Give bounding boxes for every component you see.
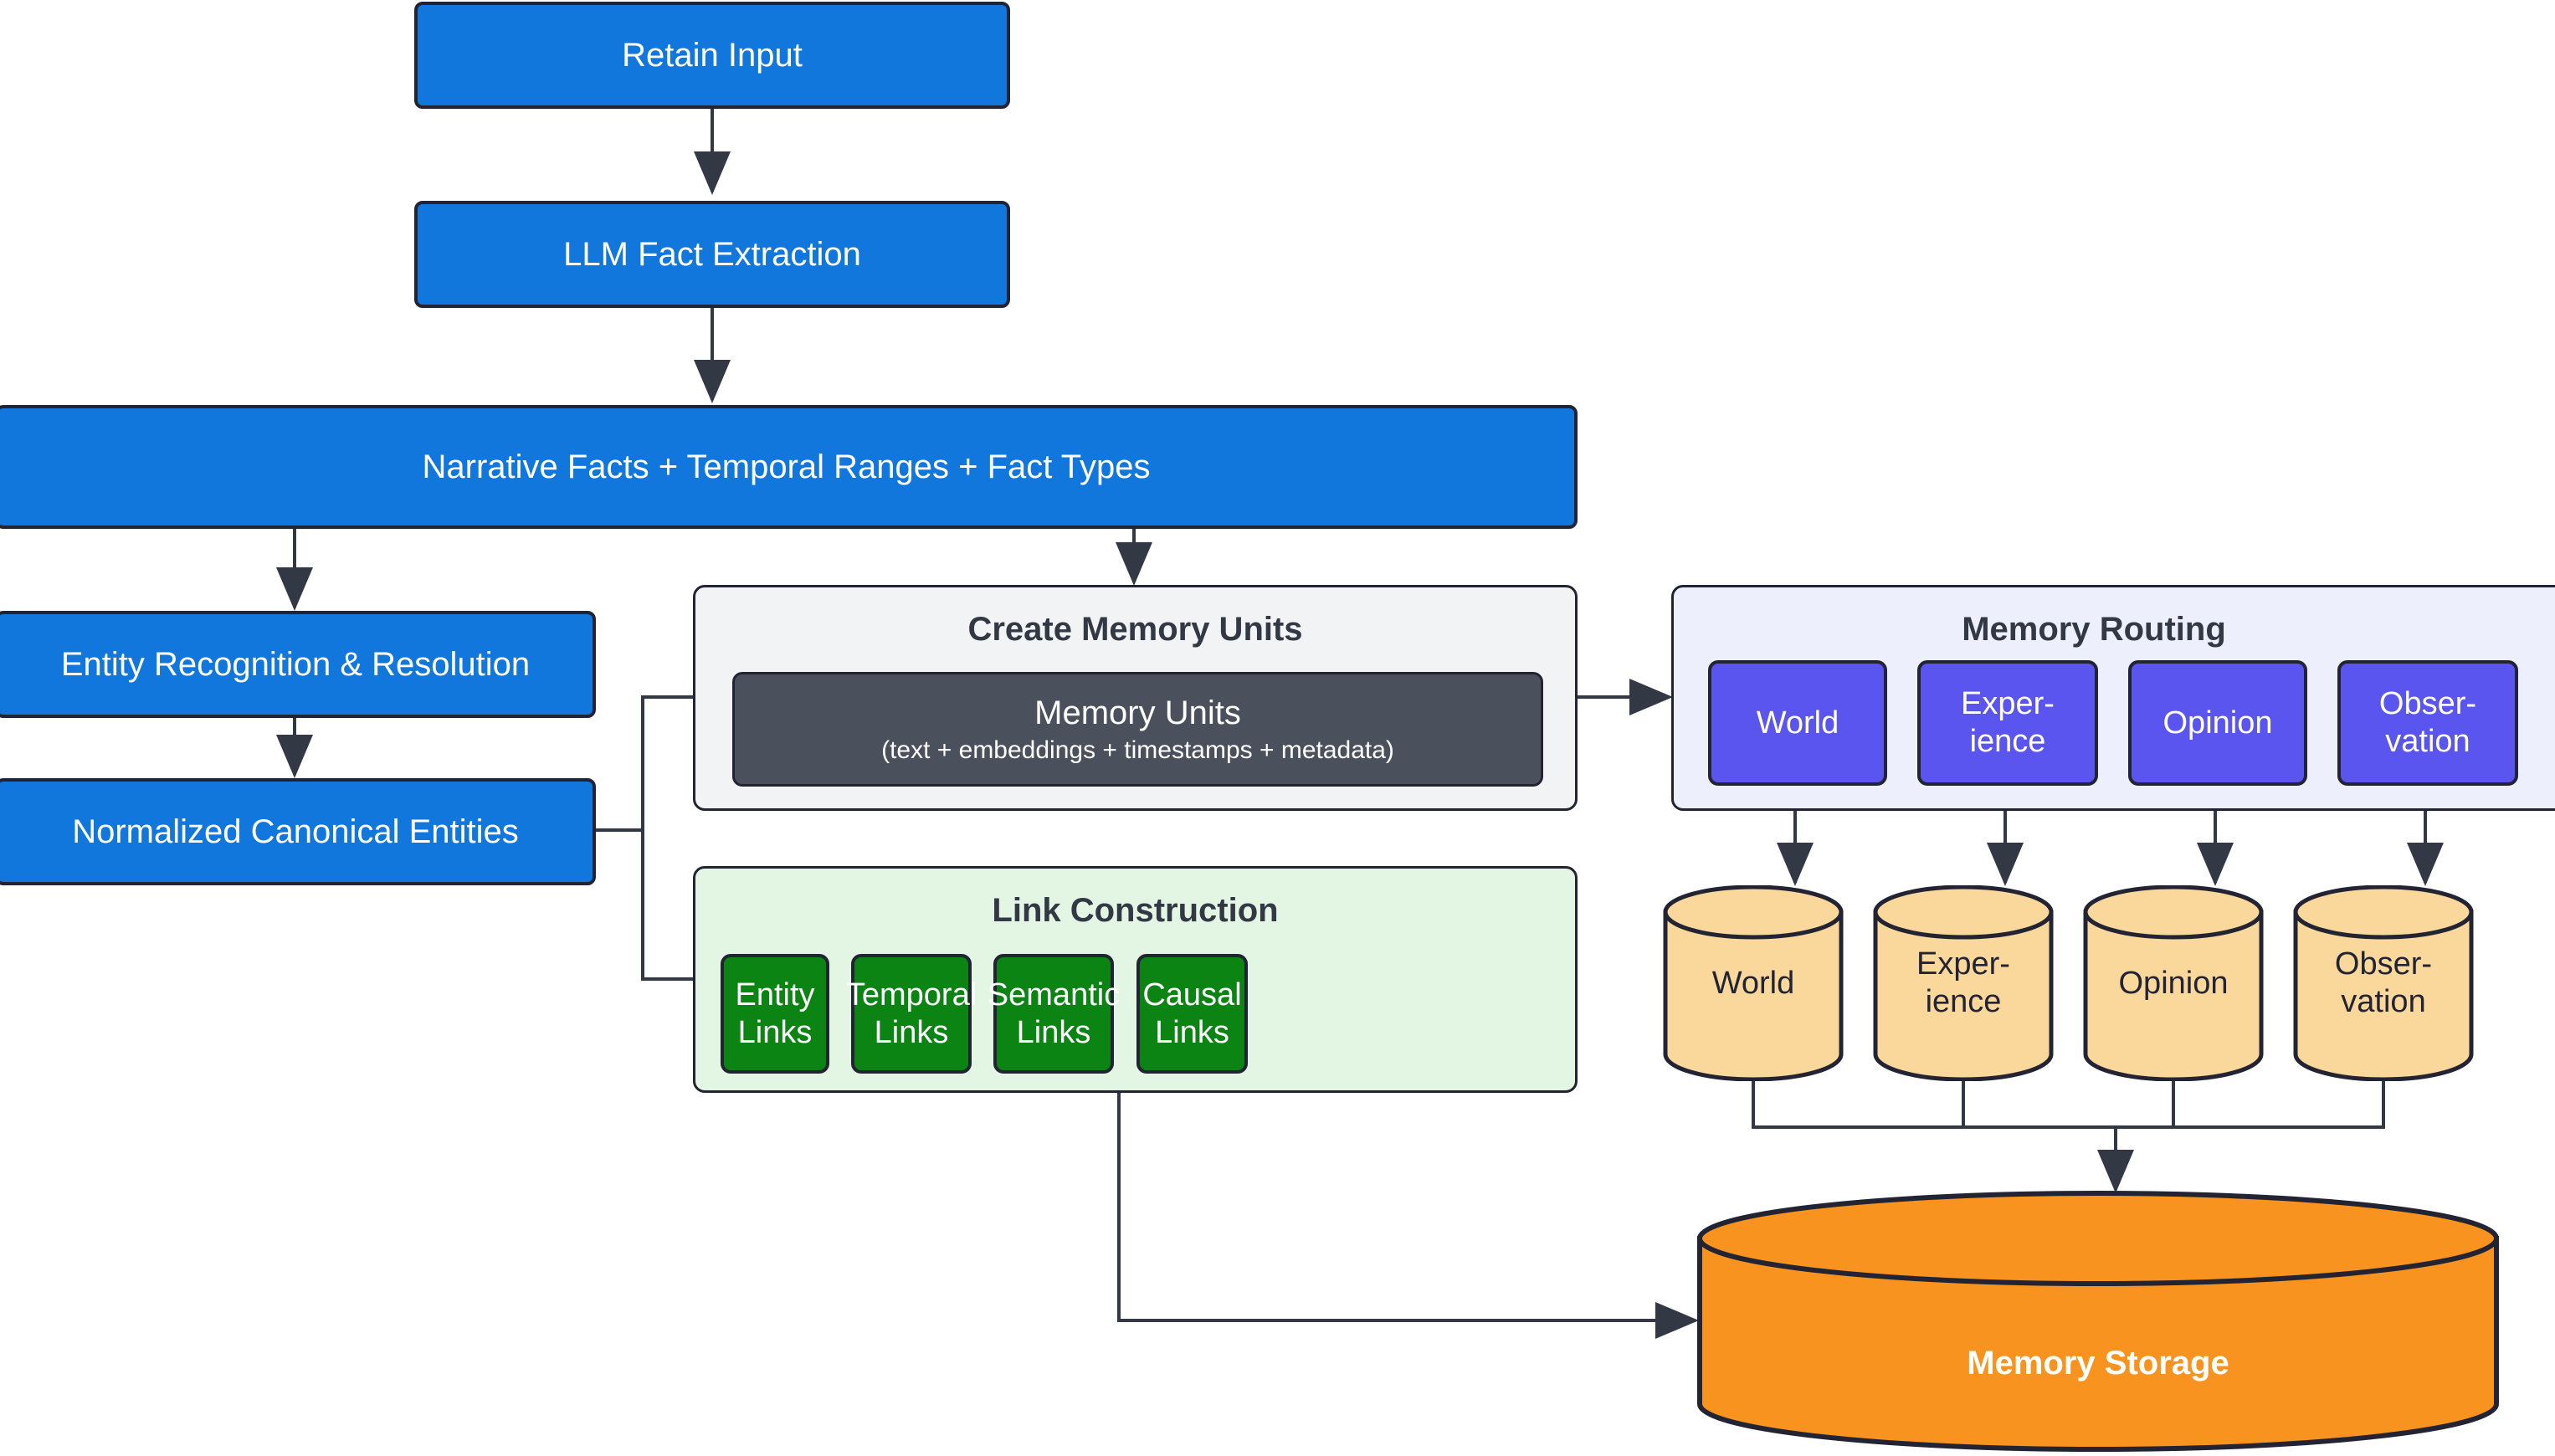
panel-create-memory-units-title: Create Memory Units bbox=[967, 611, 1303, 648]
store-cylinder-opinion[interactable]: Opinion bbox=[2082, 884, 2265, 1082]
panel-create-memory-units: Create Memory Units Memory Units (text +… bbox=[693, 585, 1578, 811]
cylinder-shape bbox=[2083, 884, 2264, 1082]
memory-units-chip-title: Memory Units bbox=[1034, 695, 1241, 731]
routing-chip-world[interactable]: World bbox=[1708, 660, 1887, 786]
link-chip-causal[interactable]: Causal Links bbox=[1136, 954, 1248, 1074]
node-llm-fact-extraction-label: LLM Fact Extraction bbox=[563, 236, 861, 273]
panel-link-construction: Link Construction Entity Links Temporal … bbox=[693, 866, 1578, 1093]
store-cylinder-world-label: World bbox=[1711, 966, 1795, 1001]
node-llm-fact-extraction[interactable]: LLM Fact Extraction bbox=[414, 201, 1010, 308]
memory-storage-label: Memory Storage bbox=[1967, 1345, 2229, 1382]
node-entity-recognition-label: Entity Recognition & Resolution bbox=[60, 646, 531, 683]
routing-chip-opinion[interactable]: Opinion bbox=[2128, 660, 2307, 786]
store-cylinder-experience-label: Exper- ience bbox=[1916, 946, 2010, 1019]
cylinder-shape bbox=[1663, 884, 1844, 1082]
node-retain-input-label: Retain Input bbox=[622, 37, 803, 74]
node-narrative-facts[interactable]: Narrative Facts + Temporal Ranges + Fact… bbox=[0, 405, 1578, 529]
node-narrative-facts-label: Narrative Facts + Temporal Ranges + Fact… bbox=[422, 449, 1151, 485]
memory-units-chip-subtitle: (text + embeddings + timestamps + metada… bbox=[881, 736, 1394, 764]
memory-storage-cylinder[interactable]: Memory Storage bbox=[1696, 1190, 2501, 1456]
cylinder-shape-large bbox=[1697, 1191, 2499, 1452]
panel-link-construction-title: Link Construction bbox=[992, 892, 1279, 929]
routing-chip-experience[interactable]: Exper- ience bbox=[1917, 660, 2098, 786]
link-chip-temporal[interactable]: Temporal Links bbox=[846, 954, 977, 1074]
link-chip-semantic[interactable]: Semantic Links bbox=[988, 954, 1120, 1074]
node-entity-recognition[interactable]: Entity Recognition & Resolution bbox=[0, 611, 596, 718]
store-cylinder-observation-label: Obser- vation bbox=[2334, 946, 2433, 1019]
cylinder-shape bbox=[1873, 884, 2054, 1082]
node-normalized-entities-label: Normalized Canonical Entities bbox=[72, 813, 519, 850]
panel-memory-routing-title: Memory Routing bbox=[1962, 611, 2226, 648]
store-cylinder-experience[interactable]: Exper- ience bbox=[1872, 884, 2055, 1082]
cylinder-shape bbox=[2293, 884, 2474, 1082]
store-cylinder-opinion-label: Opinion bbox=[2118, 966, 2229, 1001]
panel-memory-routing: Memory Routing World Exper- ience Opinio… bbox=[1671, 585, 2555, 811]
memory-units-chip[interactable]: Memory Units (text + embeddings + timest… bbox=[732, 672, 1543, 787]
link-chip-entity[interactable]: Entity Links bbox=[721, 954, 829, 1074]
store-cylinder-observation[interactable]: Obser- vation bbox=[2292, 884, 2475, 1082]
store-cylinder-world[interactable]: World bbox=[1662, 884, 1844, 1082]
node-normalized-entities[interactable]: Normalized Canonical Entities bbox=[0, 778, 596, 885]
routing-chip-observation[interactable]: Obser- vation bbox=[2337, 660, 2518, 786]
node-retain-input[interactable]: Retain Input bbox=[414, 2, 1010, 109]
